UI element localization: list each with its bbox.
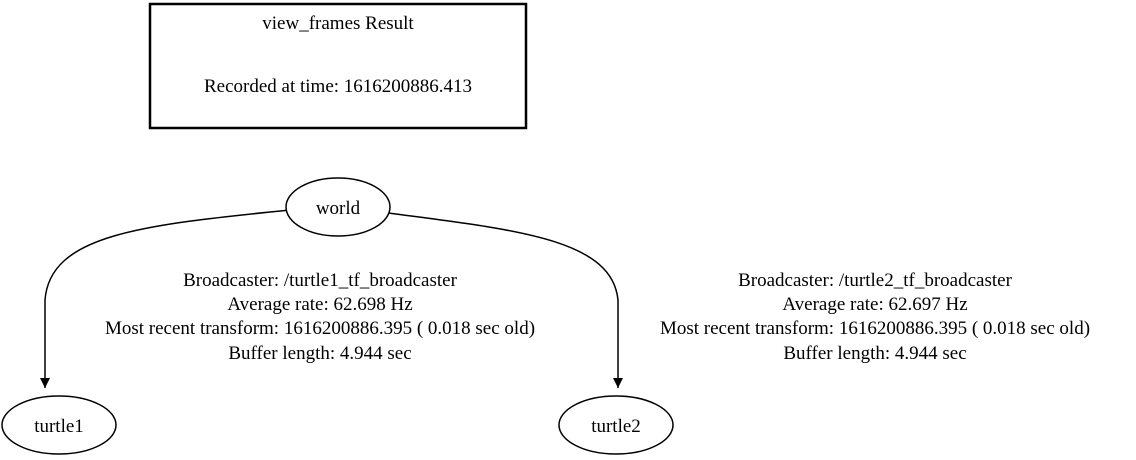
result-header-box: view_frames Result Recorded at time: 161… xyxy=(148,2,528,130)
node-turtle1-label: turtle1 xyxy=(34,416,84,437)
node-turtle1[interactable]: turtle1 xyxy=(1,395,117,455)
result-header-frame xyxy=(148,2,528,130)
node-turtle2-label: turtle2 xyxy=(591,416,641,437)
edge-world-turtle2: Broadcaster: /turtle2_tf_broadcaster Ave… xyxy=(387,212,1090,388)
node-world-label: world xyxy=(316,198,361,219)
edge-broadcaster-label: Broadcaster: /turtle2_tf_broadcaster xyxy=(738,270,1012,291)
edge-buffer-label: Buffer length: 4.944 sec xyxy=(783,343,966,364)
edge-recent-label: Most recent transform: 1616200886.395 ( … xyxy=(660,318,1090,339)
edge-world-turtle1: Broadcaster: /turtle1_tf_broadcaster Ave… xyxy=(40,209,535,388)
edge-rate-label: Average rate: 62.698 Hz xyxy=(227,294,412,315)
node-turtle2[interactable]: turtle2 xyxy=(558,395,674,455)
node-turtle2-shape xyxy=(558,395,674,455)
recorded-time: Recorded at time: 1616200886.413 xyxy=(204,76,472,97)
edge-line-world-turtle2 xyxy=(387,212,623,388)
node-world-shape xyxy=(285,177,391,237)
edge-recent-label: Most recent transform: 1616200886.395 ( … xyxy=(105,318,535,339)
edge-broadcaster-label: Broadcaster: /turtle1_tf_broadcaster xyxy=(183,270,457,291)
node-world[interactable]: world xyxy=(285,177,391,237)
node-turtle1-shape xyxy=(1,395,117,455)
edge-buffer-label: Buffer length: 4.944 sec xyxy=(228,343,411,364)
edge-rate-label: Average rate: 62.697 Hz xyxy=(782,294,967,315)
result-title: view_frames Result xyxy=(262,13,414,34)
edge-line-world-turtle1 xyxy=(40,209,291,388)
